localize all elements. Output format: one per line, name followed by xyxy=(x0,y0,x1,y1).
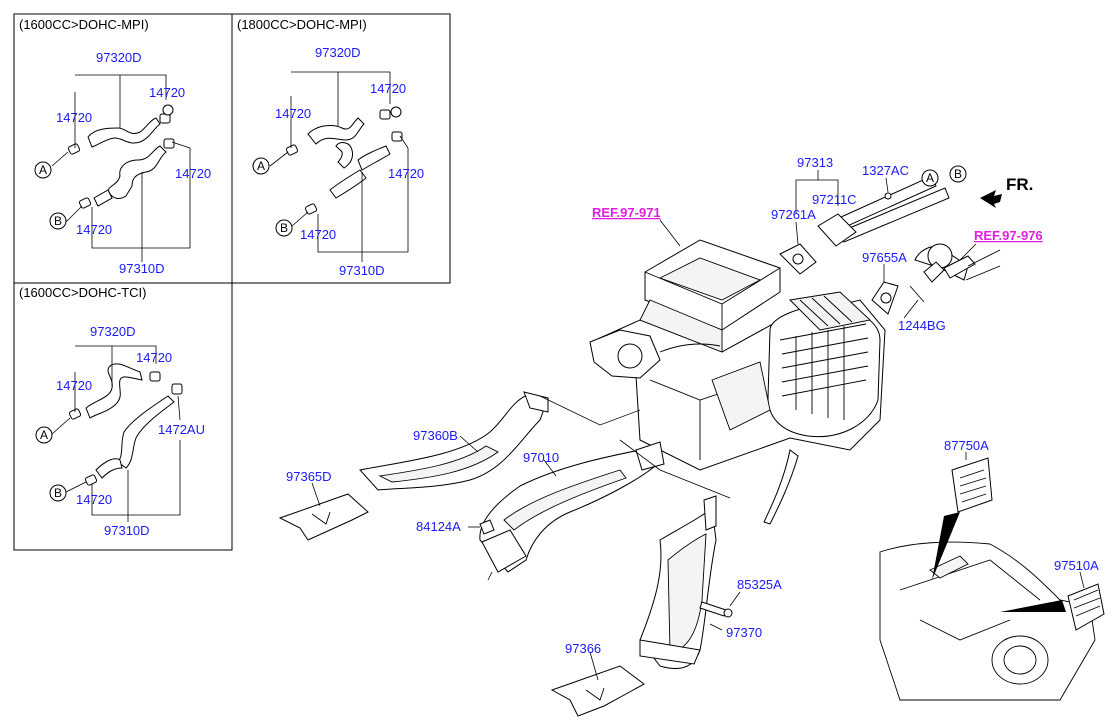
marker-a-circle-p1 xyxy=(34,161,52,179)
label-p3-97310D: 97310D xyxy=(104,523,150,538)
panel1-header: (1600CC>DOHC-MPI) xyxy=(19,17,149,32)
marker-b-p3: B xyxy=(54,486,62,500)
ref1-leader xyxy=(659,219,681,247)
label-p2-14720-left: 14720 xyxy=(275,106,311,121)
label-97365D: 97365D xyxy=(286,469,332,484)
pad-97365D-detail xyxy=(311,511,331,525)
bolt-85325A-drawing xyxy=(699,601,733,618)
vent-87750A-drawing xyxy=(932,457,993,580)
main-leader-lines xyxy=(311,170,1085,681)
ref-97-976[interactable]: REF.97-976 xyxy=(974,228,1043,243)
label-84124A: 84124A xyxy=(416,519,461,534)
heater-pipes-drawing xyxy=(779,175,1001,315)
label-p1-97310D: 97310D xyxy=(119,261,165,276)
panel3-hoses xyxy=(51,345,183,522)
marker-b-circle-p2 xyxy=(275,219,293,237)
label-p3-14720-bottom: 14720 xyxy=(76,492,112,507)
label-p2-14720-bottom: 14720 xyxy=(300,227,336,242)
label-97366: 97366 xyxy=(565,641,601,656)
marker-b-main: B xyxy=(954,167,962,181)
marker-a-p2: A xyxy=(257,159,265,173)
label-p1-97320D: 97320D xyxy=(96,50,142,65)
label-97510A: 97510A xyxy=(1054,558,1099,573)
label-p2-97320D: 97320D xyxy=(315,45,361,60)
label-p1-14720-left: 14720 xyxy=(56,110,92,125)
duct-link-line-3 xyxy=(619,439,661,471)
pad-97366-detail xyxy=(585,687,605,701)
panel3-header: (1600CC>DOHC-TCI) xyxy=(19,285,147,300)
duct-97370-drawing xyxy=(639,495,717,670)
marker-b-p2: B xyxy=(280,221,288,235)
pad-97365D-drawing xyxy=(278,493,369,541)
marker-a-p1: A xyxy=(39,163,47,177)
label-97655A: 97655A xyxy=(862,250,907,265)
panel2-hoses xyxy=(269,71,409,262)
label-p2-97310D: 97310D xyxy=(339,263,385,278)
marker-a-circle-p2 xyxy=(252,157,270,175)
duct-97010-drawing xyxy=(479,441,665,581)
pad-97366-drawing xyxy=(550,665,645,717)
marker-a-circle-main xyxy=(921,169,939,187)
direction-label: FR. xyxy=(1006,175,1033,194)
marker-b-circle-p1 xyxy=(49,212,67,230)
label-97261A: 97261A xyxy=(771,207,816,222)
marker-b-circle-p3 xyxy=(49,484,67,502)
duct-link-line-1 xyxy=(539,395,641,426)
label-p1-14720-top: 14720 xyxy=(149,85,185,100)
label-97211C: 97211C xyxy=(812,192,857,207)
panel2-header: (1800CC>DOHC-MPI) xyxy=(237,17,367,32)
car-drawing xyxy=(879,541,1096,701)
ref2-leader xyxy=(959,243,977,261)
label-p3-97320D: 97320D xyxy=(90,324,136,339)
marker-a-circle-p3 xyxy=(35,426,53,444)
front-arrow-icon xyxy=(980,190,1002,208)
label-97010: 97010 xyxy=(523,450,559,465)
label-97313: 97313 xyxy=(797,155,833,170)
panel1-hoses xyxy=(51,74,191,262)
marker-b-circle-main xyxy=(949,165,967,183)
hvac-unit-drawing xyxy=(589,239,886,525)
duct-link-line-2 xyxy=(659,469,731,499)
marker-a-p3: A xyxy=(40,428,48,442)
label-p3-14720-top: 14720 xyxy=(136,350,172,365)
marker-a-main: A xyxy=(926,171,934,185)
label-97370: 97370 xyxy=(726,625,762,640)
label-p1-14720-right: 14720 xyxy=(175,166,211,181)
clip-84124A-drawing xyxy=(468,519,495,535)
label-p1-14720-bottom: 14720 xyxy=(76,222,112,237)
marker-b-p1: B xyxy=(54,214,62,228)
label-p2-14720-top: 14720 xyxy=(370,81,406,96)
label-85325A: 85325A xyxy=(737,577,782,592)
label-1244BG: 1244BG xyxy=(898,318,946,333)
vent-97510A-drawing xyxy=(1000,583,1105,631)
ref-97-971[interactable]: REF.97-971 xyxy=(592,205,661,220)
panel-frames xyxy=(13,13,451,551)
label-87750A: 87750A xyxy=(944,438,989,453)
label-p3-1472AU: 1472AU xyxy=(158,422,205,437)
label-p3-14720-left: 14720 xyxy=(56,378,92,393)
label-1327AC: 1327AC xyxy=(862,163,909,178)
label-p2-14720-right: 14720 xyxy=(388,166,424,181)
duct-97360B-drawing xyxy=(359,391,549,491)
label-97360B: 97360B xyxy=(413,428,458,443)
